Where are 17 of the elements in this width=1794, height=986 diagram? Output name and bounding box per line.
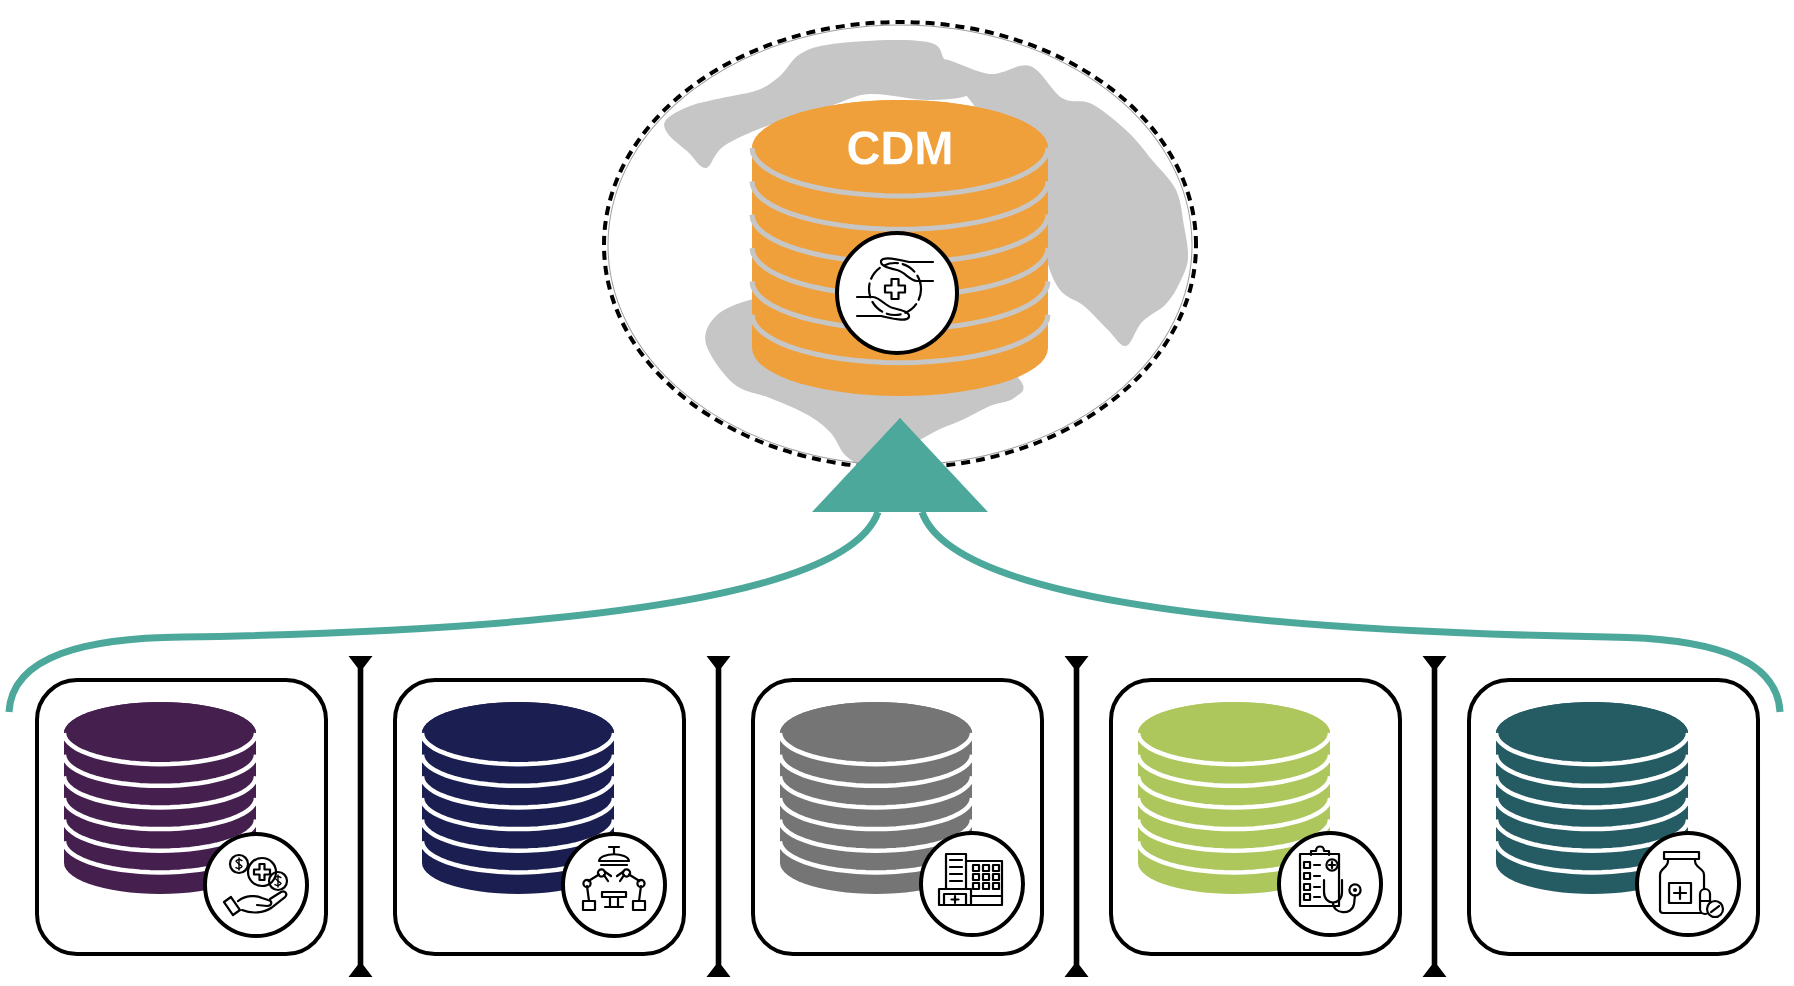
divider-bar bbox=[1064, 656, 1089, 977]
rounded-box bbox=[393, 678, 686, 956]
divider-bar bbox=[1422, 656, 1447, 977]
rounded-box bbox=[1467, 678, 1760, 956]
rounded-box bbox=[1109, 678, 1402, 956]
arrow bbox=[5, 418, 902, 713]
database-cylinder bbox=[777, 702, 975, 894]
database-cylinder bbox=[1135, 702, 1333, 894]
database-cylinder bbox=[419, 702, 617, 894]
rounded-box bbox=[751, 678, 1044, 956]
database-cylinder bbox=[1493, 702, 1691, 894]
arrow bbox=[898, 418, 1784, 713]
node-label: CDM bbox=[848, 131, 951, 165]
divider-bar bbox=[706, 656, 731, 977]
rounded-box bbox=[35, 678, 328, 956]
divider-bar bbox=[348, 656, 373, 977]
database-cylinder bbox=[61, 702, 259, 894]
